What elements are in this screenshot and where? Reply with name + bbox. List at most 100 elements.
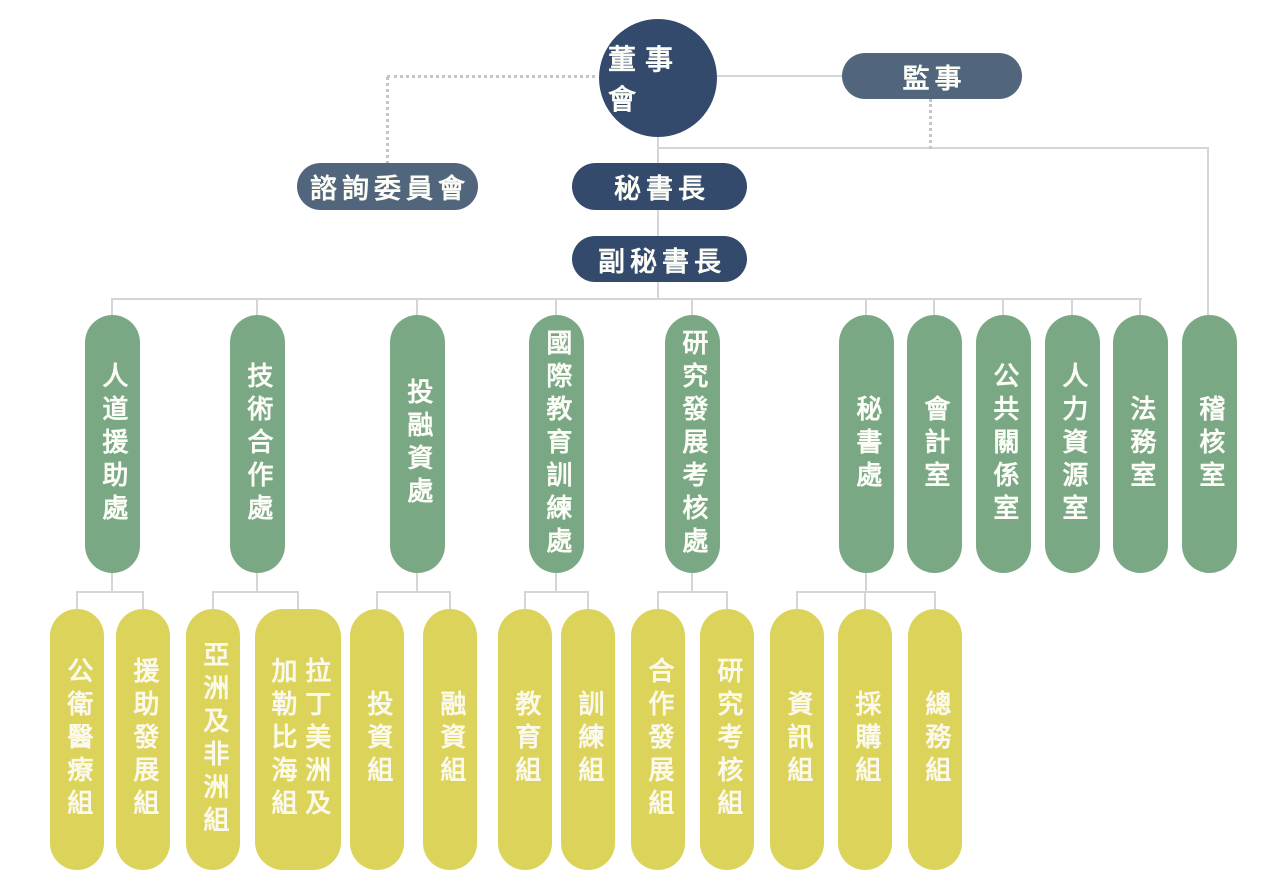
group-pill-cooperation-development-group: 合作發展組 bbox=[631, 609, 685, 870]
connector-line bbox=[712, 75, 846, 77]
connector-line bbox=[142, 591, 144, 610]
department-pill-legal-affairs-office: 法務室 bbox=[1112, 315, 1168, 573]
department-label: 秘書處 bbox=[851, 394, 882, 494]
connector-dotted-line bbox=[387, 75, 602, 78]
connector-line bbox=[212, 591, 214, 610]
connector-line bbox=[865, 571, 867, 593]
connector-line bbox=[726, 591, 728, 610]
secretary-general-node: 秘書長 bbox=[572, 163, 747, 210]
connector-line bbox=[256, 298, 258, 317]
connector-line bbox=[933, 298, 935, 317]
group-label: 總務組 bbox=[920, 690, 951, 789]
connector-line bbox=[76, 591, 144, 593]
department-pill-secretariat-dept: 秘書處 bbox=[838, 315, 894, 573]
board-node: 董事會 bbox=[599, 19, 717, 137]
group-pill-research-evaluation-group: 研究考核組 bbox=[700, 609, 754, 870]
connector-line bbox=[657, 135, 659, 300]
group-pill-training-group: 訓練組 bbox=[561, 609, 615, 870]
connector-line bbox=[111, 571, 113, 593]
connector-dotted-line bbox=[929, 99, 932, 149]
department-pill-technical-cooperation-dept: 技術合作處 bbox=[229, 315, 285, 573]
group-label: 資訊組 bbox=[782, 690, 813, 789]
group-label: 投資組 bbox=[362, 690, 393, 789]
connector-line bbox=[796, 591, 798, 610]
connector-line bbox=[1207, 147, 1209, 317]
connector-line bbox=[376, 591, 451, 593]
connector-line bbox=[691, 298, 693, 317]
connector-line bbox=[376, 591, 378, 610]
group-label: 教育組 bbox=[510, 690, 541, 789]
connector-line bbox=[524, 591, 589, 593]
department-label: 人道援助處 bbox=[97, 361, 128, 527]
department-label: 研究發展考核處 bbox=[677, 328, 708, 560]
connector-line bbox=[1002, 298, 1004, 317]
connector-line bbox=[1139, 298, 1141, 317]
group-label: 拉丁美洲及加勒比海組 bbox=[267, 657, 331, 822]
department-label: 公共關係室 bbox=[988, 361, 1019, 527]
advisory-committee-node: 諮詢委員會 bbox=[297, 163, 478, 210]
group-pill-assistance-development-group: 援助發展組 bbox=[116, 609, 170, 870]
department-label: 稽核室 bbox=[1194, 394, 1225, 494]
supervisors-node: 監事 bbox=[842, 53, 1022, 99]
connector-line bbox=[76, 591, 78, 610]
connector-line bbox=[934, 591, 936, 610]
group-label: 援助發展組 bbox=[128, 657, 159, 822]
connector-line bbox=[657, 147, 1209, 149]
group-pill-general-affairs-group: 總務組 bbox=[908, 609, 962, 870]
group-label: 公衛醫療組 bbox=[62, 657, 93, 822]
connector-line bbox=[864, 591, 866, 610]
department-pill-accounting-office: 會計室 bbox=[906, 315, 962, 573]
connector-line bbox=[524, 591, 526, 610]
connector-line bbox=[256, 571, 258, 593]
department-label: 投融資處 bbox=[402, 378, 433, 510]
connector-line bbox=[796, 591, 936, 593]
connector-line bbox=[657, 591, 659, 610]
advisory-committee-label: 諮詢委員會 bbox=[310, 174, 470, 205]
department-pill-audit-office: 稽核室 bbox=[1181, 315, 1237, 573]
connector-line bbox=[416, 571, 418, 593]
group-pill-public-health-medical-group: 公衛醫療組 bbox=[50, 609, 104, 870]
department-pill-humanitarian-assistance-dept: 人道援助處 bbox=[84, 315, 140, 573]
connector-line bbox=[111, 298, 113, 317]
supervisors-label: 監事 bbox=[902, 63, 967, 95]
department-label: 法務室 bbox=[1125, 394, 1156, 494]
group-pill-information-group: 資訊組 bbox=[770, 609, 824, 870]
connector-line bbox=[587, 591, 589, 610]
deputy-secretary-general-node: 副秘書長 bbox=[572, 236, 747, 282]
department-pill-human-resources-office: 人力資源室 bbox=[1044, 315, 1100, 573]
deputy-secretary-general-label: 副秘書長 bbox=[598, 246, 726, 278]
department-label: 人力資源室 bbox=[1057, 361, 1088, 527]
group-pill-financing-group: 融資組 bbox=[423, 609, 477, 870]
group-pill-asia-africa-group: 亞洲及非洲組 bbox=[186, 609, 240, 870]
group-label: 融資組 bbox=[435, 690, 466, 789]
group-label: 採購組 bbox=[850, 690, 881, 789]
connector-line bbox=[691, 571, 693, 593]
group-pill-investment-group: 投資組 bbox=[350, 609, 404, 870]
department-label: 會計室 bbox=[919, 394, 950, 494]
connector-dotted-line bbox=[386, 77, 389, 164]
group-label: 亞洲及非洲組 bbox=[198, 640, 229, 839]
group-label: 訓練組 bbox=[573, 690, 604, 789]
connector-line bbox=[449, 591, 451, 610]
secretary-general-label: 秘書長 bbox=[614, 174, 710, 205]
connector-line bbox=[1071, 298, 1073, 317]
group-pill-education-group: 教育組 bbox=[498, 609, 552, 870]
connector-line bbox=[555, 298, 557, 317]
connector-line bbox=[657, 591, 728, 593]
group-label: 研究考核組 bbox=[712, 657, 743, 822]
connector-line bbox=[297, 591, 299, 610]
department-pill-research-development-evaluation-dept: 研究發展考核處 bbox=[664, 315, 720, 573]
department-pill-investment-financing-dept: 投融資處 bbox=[389, 315, 445, 573]
group-label: 合作發展組 bbox=[643, 657, 674, 822]
department-pill-public-relations-office: 公共關係室 bbox=[975, 315, 1031, 573]
department-label: 國際教育訓練處 bbox=[541, 328, 572, 560]
group-pill-procurement-group: 採購組 bbox=[838, 609, 892, 870]
connector-line bbox=[865, 298, 867, 317]
board-label: 董事會 bbox=[608, 43, 683, 116]
connector-line bbox=[212, 591, 299, 593]
group-pill-latin-america-caribbean-group: 拉丁美洲及加勒比海組 bbox=[255, 609, 341, 870]
department-label: 技術合作處 bbox=[242, 361, 273, 527]
connector-line bbox=[555, 571, 557, 593]
department-pill-intl-education-training-dept: 國際教育訓練處 bbox=[528, 315, 584, 573]
